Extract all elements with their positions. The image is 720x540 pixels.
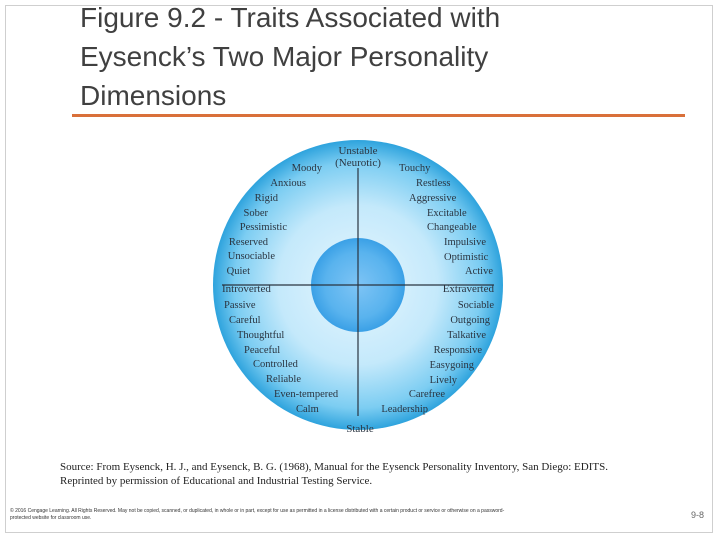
trait-excitable: Excitable xyxy=(427,208,467,219)
source-line-2: Reprinted by permission of Educational a… xyxy=(60,475,373,487)
label-introverted: Introverted xyxy=(222,283,271,295)
title-underline xyxy=(72,114,685,117)
trait-restless: Restless xyxy=(416,178,450,189)
trait-active: Active xyxy=(465,266,493,277)
title-line-3: Dimensions xyxy=(80,80,227,111)
trait-quiet: Quiet xyxy=(227,266,250,277)
trait-unsociable: Unsociable xyxy=(228,251,276,262)
page-number: 9-8 xyxy=(690,510,704,520)
trait-talkative: Talkative xyxy=(447,330,486,341)
trait-touchy: Touchy xyxy=(399,163,431,174)
trait-reserved: Reserved xyxy=(229,237,269,248)
trait-pessimistic: Pessimistic xyxy=(240,222,288,233)
trait-peaceful: Peaceful xyxy=(244,345,280,356)
trait-reliable: Reliable xyxy=(266,374,301,385)
trait-carefree: Carefree xyxy=(409,389,445,400)
label-neurotic: (Neurotic) xyxy=(335,157,381,169)
footer-line-1: © 2016 Cengage Learning. All Rights Rese… xyxy=(10,508,505,514)
footer-line-2: protected website for classroom use. xyxy=(10,515,92,521)
trait-changeable: Changeable xyxy=(427,222,477,233)
label-unstable: Unstable xyxy=(338,145,377,157)
trait-impulsive: Impulsive xyxy=(444,237,486,248)
label-extraverted: Extraverted xyxy=(443,283,495,295)
trait-sociable: Sociable xyxy=(458,300,494,311)
trait-easygoing: Easygoing xyxy=(430,360,475,371)
trait-optimistic: Optimistic xyxy=(444,252,489,263)
trait-responsive: Responsive xyxy=(434,345,483,356)
trait-even-tempered: Even-tempered xyxy=(274,389,339,400)
title-line-1: Figure 9.2 - Traits Associated with xyxy=(80,2,501,33)
trait-leadership: Leadership xyxy=(381,404,428,415)
trait-moody: Moody xyxy=(292,163,323,174)
trait-thoughtful: Thoughtful xyxy=(237,330,284,341)
slide-frame xyxy=(5,5,713,533)
trait-anxious: Anxious xyxy=(270,178,306,189)
trait-aggressive: Aggressive xyxy=(409,193,457,204)
trait-lively: Lively xyxy=(430,375,458,386)
copyright-footer: © 2016 Cengage Learning. All Rights Rese… xyxy=(10,508,710,522)
source-citation: Source: From Eysenck, H. J., and Eysenck… xyxy=(60,460,700,488)
trait-passive: Passive xyxy=(224,300,256,311)
trait-careful: Careful xyxy=(229,315,261,326)
label-stable: Stable xyxy=(346,423,374,435)
source-line-1: Source: From Eysenck, H. J., and Eysenck… xyxy=(60,461,608,473)
trait-sober: Sober xyxy=(244,208,269,219)
trait-calm: Calm xyxy=(296,404,319,415)
title-line-2: Eysenck’s Two Major Personality xyxy=(80,41,489,72)
trait-controlled: Controlled xyxy=(253,359,299,370)
trait-rigid: Rigid xyxy=(255,193,279,204)
slide-title: Figure 9.2 - Traits Associated with Eyse… xyxy=(80,0,640,115)
trait-outgoing: Outgoing xyxy=(450,315,490,326)
